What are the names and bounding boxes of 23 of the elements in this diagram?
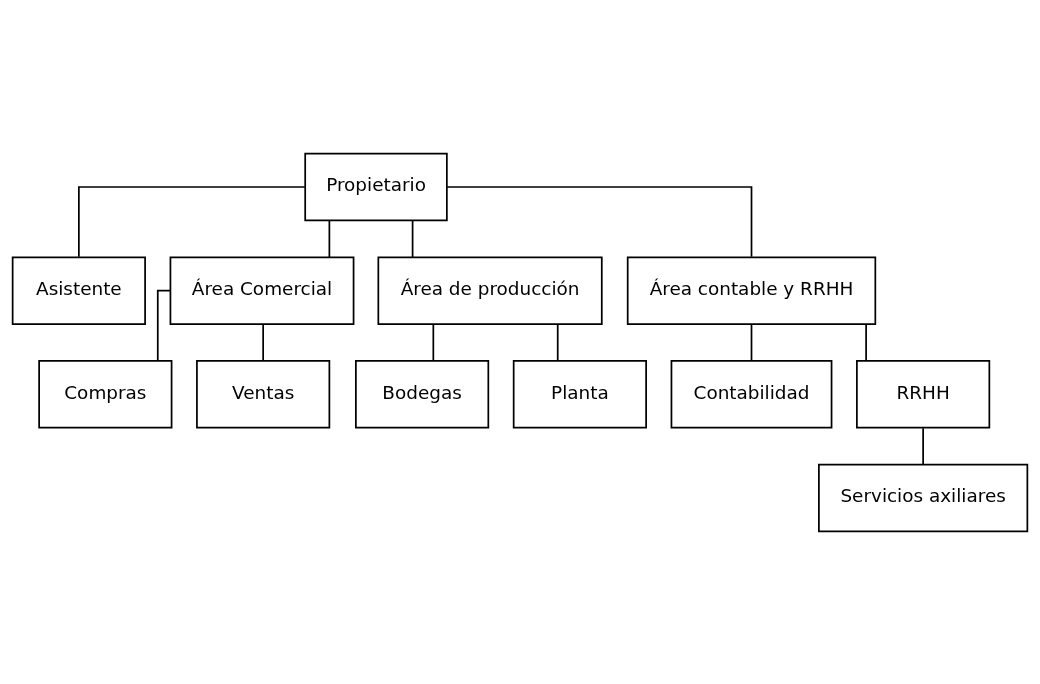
node-box: Contabilidad [670, 359, 833, 429]
node-box: RRHH [856, 359, 991, 429]
connector [262, 323, 264, 362]
node-box: Ventas [196, 359, 331, 429]
node-box: Servicios axiliares [818, 463, 1029, 532]
connector [78, 185, 306, 258]
connector [556, 323, 559, 362]
connector [446, 185, 753, 258]
node-box: Área de producción [377, 255, 603, 325]
node-box: Área Comercial [169, 255, 355, 325]
connector [922, 426, 924, 465]
node-box: Área contable y RRHH [626, 255, 877, 325]
node-box: Asistente [11, 255, 146, 325]
connector [328, 219, 331, 258]
connector [750, 323, 753, 362]
node-box: Bodegas [355, 359, 490, 429]
connector [432, 323, 435, 362]
node-box: Compras [38, 359, 173, 429]
connector [411, 219, 414, 258]
connector [156, 289, 171, 361]
connector [865, 323, 867, 362]
node-box: Propietario [304, 152, 448, 221]
node-box: Planta [512, 359, 647, 429]
